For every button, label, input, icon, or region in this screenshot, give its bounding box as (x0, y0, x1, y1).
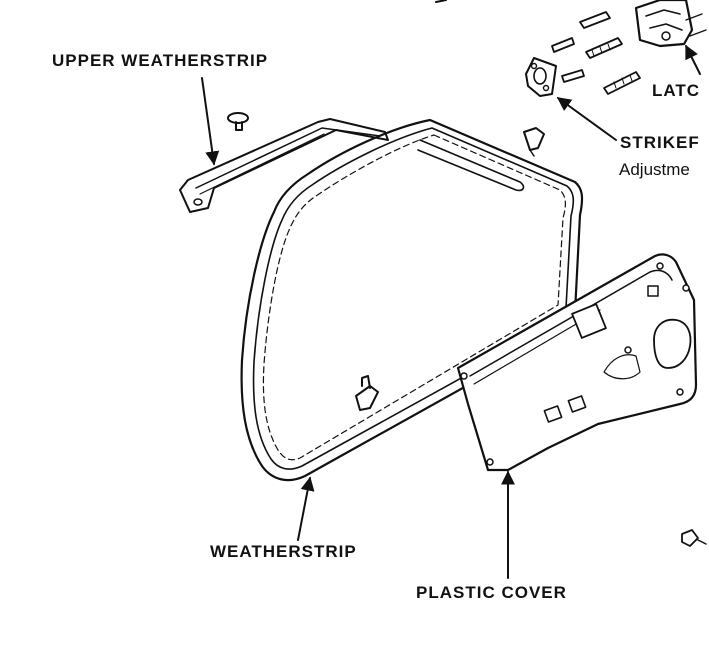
clip-upper-right (523, 127, 545, 157)
label-upper-weatherstrip: UPPER WEATHERSTRIP (52, 51, 269, 70)
label-striker: STRIKEF (620, 133, 700, 152)
striker-part (525, 57, 557, 97)
latch-part (435, 0, 707, 48)
plastic-cover-part (456, 253, 698, 472)
striker-arrow (556, 97, 617, 141)
label-adjustment: Adjustme (619, 160, 690, 179)
upper-weatherstrip-part (179, 118, 389, 213)
clip-upper-left (227, 112, 249, 131)
label-latch: LATC (652, 81, 701, 100)
screws (551, 11, 641, 95)
upper-weatherstrip-arrow (201, 77, 220, 166)
label-weatherstrip: WEATHERSTRIP (210, 542, 357, 561)
label-plastic-cover: PLASTIC COVER (416, 583, 567, 602)
weatherstrip-arrow (297, 476, 315, 541)
small-bolt-right (681, 529, 707, 547)
clip-lower (355, 375, 379, 411)
latch-arrow (685, 44, 701, 75)
